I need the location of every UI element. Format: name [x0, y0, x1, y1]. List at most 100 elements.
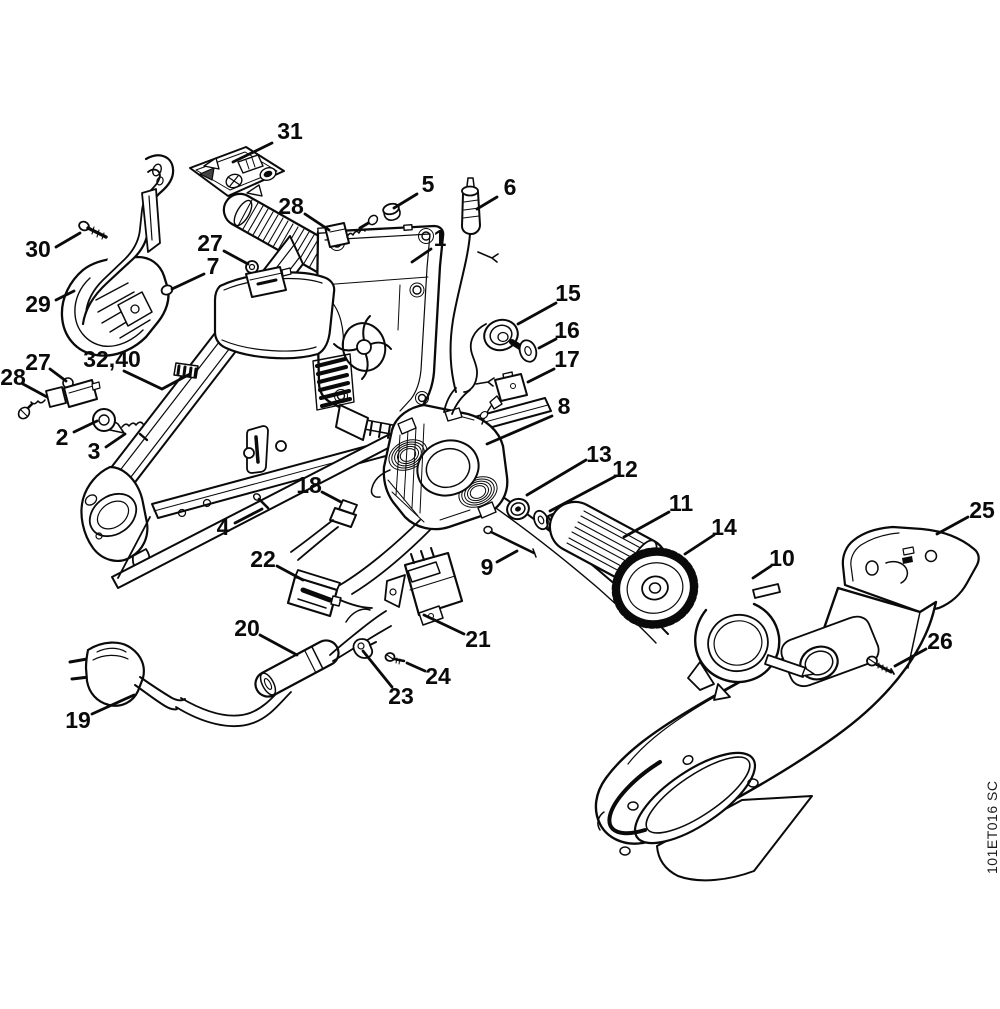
- gear-14: [611, 547, 699, 629]
- part-label-6: 6: [504, 174, 517, 200]
- part-label-31: 31: [277, 118, 303, 144]
- leader-line-29: [54, 289, 76, 302]
- part-label-27: 27: [25, 349, 51, 375]
- part-label-20: 20: [234, 615, 260, 641]
- power-cord-19: [68, 641, 292, 727]
- part-label-21: 21: [465, 626, 491, 652]
- warning-triangle-icon: [203, 157, 220, 170]
- leader-line-7: [170, 272, 206, 291]
- front-handle-assembly: [60, 154, 175, 357]
- through-bolt-9: [483, 525, 537, 558]
- leader-line-32,40: [122, 369, 192, 391]
- connector-6: [449, 177, 499, 393]
- part-label-16: 16: [554, 317, 580, 343]
- strain-relief-20: [254, 608, 392, 698]
- part-label-7: 7: [207, 253, 220, 279]
- part-label-15: 15: [555, 280, 581, 306]
- part-label-19: 19: [65, 707, 91, 733]
- leader-line-9: [495, 549, 519, 564]
- leader-line-4: [233, 507, 264, 525]
- leader-line-15: [516, 301, 558, 326]
- leader-line-3: [104, 432, 127, 449]
- switch-27-top: [245, 260, 292, 298]
- leader-line-18: [320, 490, 343, 504]
- leader-line-1: [410, 247, 433, 264]
- bearing-13: [506, 497, 530, 521]
- screw-24: [384, 652, 406, 665]
- latch-32-40: [173, 362, 199, 379]
- part-label-12: 12: [612, 456, 638, 482]
- washer-16: [518, 339, 538, 363]
- leader-line-28: [303, 212, 331, 232]
- part-label-8: 8: [558, 393, 571, 419]
- sleeve-18: [290, 499, 431, 595]
- vent-grille: [312, 353, 355, 411]
- leader-line-27: [48, 367, 68, 383]
- spring-screw-3: [121, 421, 149, 442]
- leader-line-14: [683, 533, 716, 556]
- brush-screw-28-left: [17, 386, 67, 420]
- part-label-4: 4: [217, 514, 230, 540]
- leader-line-31: [231, 141, 274, 164]
- clamp-23: [352, 638, 377, 659]
- grip-opening: [633, 751, 757, 845]
- part-label-26: 26: [927, 628, 953, 654]
- drawing-code: 101ET016 SC: [984, 781, 1000, 874]
- part-label-28: 28: [278, 193, 304, 219]
- pin-4: [252, 493, 270, 510]
- part-label-14: 14: [711, 514, 737, 540]
- part-label-22: 22: [250, 546, 276, 572]
- part-label-32,40: 32,40: [83, 346, 141, 372]
- leader-line-5: [392, 192, 419, 210]
- part-label-11: 11: [669, 490, 694, 516]
- leader-line-16: [537, 337, 558, 350]
- safety-sticker-31: [189, 146, 285, 197]
- leader-line-24: [405, 661, 427, 673]
- leader-lines: [21, 141, 970, 716]
- part-label-5: 5: [422, 171, 435, 197]
- screw-26: [866, 655, 895, 675]
- fan-opening: [333, 315, 392, 380]
- part-label-10: 10: [769, 545, 795, 571]
- connector-22: [286, 569, 373, 618]
- part-label-24: 24: [425, 663, 451, 689]
- leader-line-26: [893, 647, 928, 668]
- part-label-27: 27: [197, 230, 223, 256]
- part-label-13: 13: [586, 441, 612, 467]
- screw-30: [78, 220, 108, 240]
- rear-housing-25: [594, 525, 980, 882]
- part-label-17: 17: [554, 346, 580, 372]
- part-label-2: 2: [56, 424, 69, 450]
- part-label-23: 23: [388, 683, 414, 709]
- leader-line-23: [361, 649, 394, 689]
- part-label-1: 1: [434, 225, 447, 251]
- leader-line-30: [54, 231, 82, 249]
- bar-stud: [243, 447, 255, 459]
- leader-line-6: [475, 195, 499, 211]
- part-label-30: 30: [25, 236, 51, 262]
- bearing-cap-10: [687, 583, 815, 701]
- leader-line-13: [525, 458, 588, 497]
- leader-line-8: [485, 414, 554, 446]
- part-label-29: 29: [25, 291, 51, 317]
- leader-line-19: [90, 693, 136, 716]
- bearing-knob-15: [463, 318, 526, 393]
- switch-27-left: [62, 377, 101, 408]
- ignition-wire: [449, 233, 471, 393]
- part-label-3: 3: [88, 438, 101, 464]
- leader-line-20: [258, 633, 299, 657]
- part-label-9: 9: [481, 554, 494, 580]
- leader-line-2: [72, 419, 99, 434]
- cover-plate: [213, 271, 336, 360]
- leader-line-28: [21, 382, 49, 399]
- foot-plate: [656, 795, 813, 882]
- leader-line-22: [275, 564, 305, 582]
- stator-8: [370, 387, 509, 531]
- leader-line-11: [622, 510, 671, 539]
- leader-line-10: [751, 564, 773, 580]
- switch-21: [384, 547, 464, 626]
- leader-line-17: [526, 367, 556, 384]
- part-label-25: 25: [969, 497, 995, 523]
